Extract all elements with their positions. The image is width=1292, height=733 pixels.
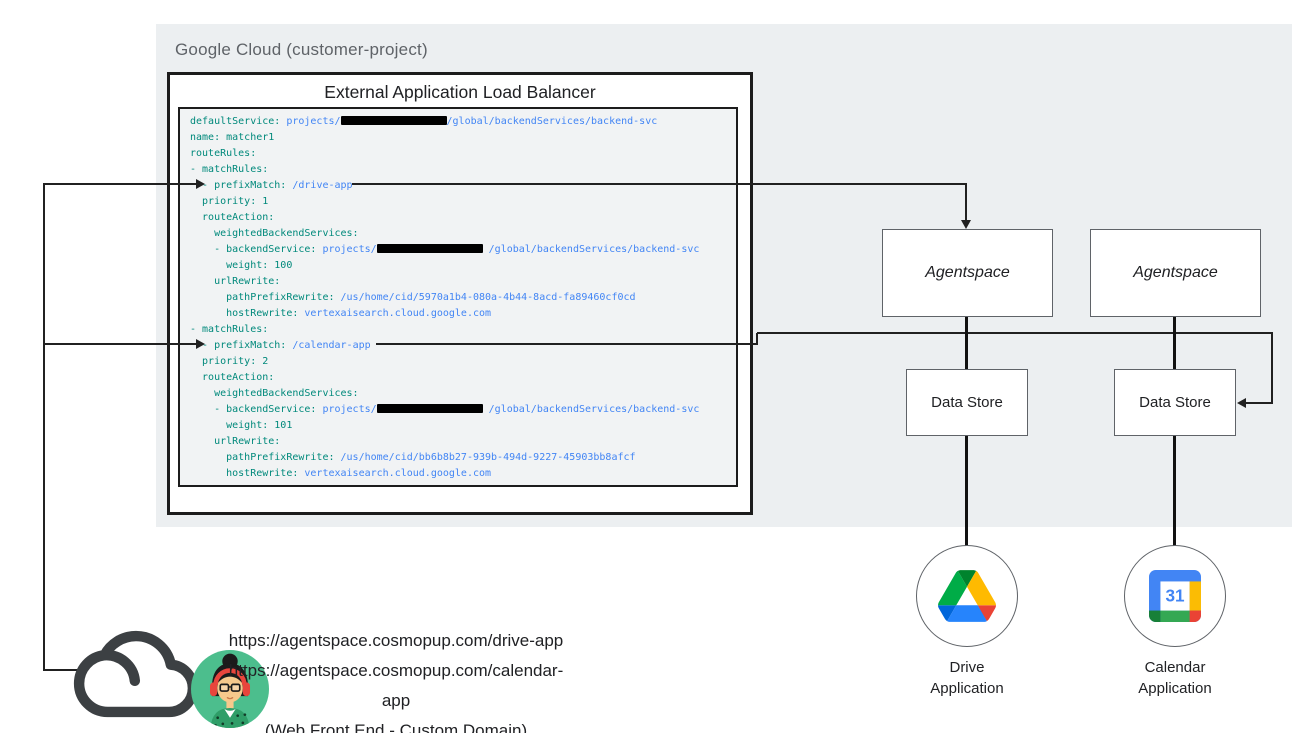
- connector-user-to-calendar-rule: [43, 343, 196, 345]
- arrowhead-datastore-2: [1237, 398, 1246, 408]
- frontend-caption: (Web Front End - Custom Domain): [264, 721, 528, 733]
- agentspace-box-2: Agentspace: [1090, 229, 1261, 317]
- connector-into-datastore-2: [1246, 402, 1273, 404]
- arrowhead-drive-rule: [196, 179, 205, 189]
- agentspace-1-label: Agentspace: [925, 264, 1010, 281]
- load-balancer-title: External Application Load Balancer: [324, 82, 596, 102]
- link-datastore2-calendar-app: [1173, 436, 1176, 546]
- drive-app-circle: [916, 545, 1018, 647]
- connector-user-vertical: [43, 184, 45, 671]
- connector-drive-rule-horizontal: [352, 183, 967, 185]
- link-agentspace2-datastore2: [1173, 317, 1176, 369]
- url-map-code-box: defaultService: projects//global/backend…: [178, 107, 738, 487]
- google-calendar-icon: 31: [1149, 570, 1201, 622]
- drive-app-label: Drive Application: [930, 659, 1004, 697]
- datastore-1-label: Data Store: [931, 394, 1003, 411]
- agentspace-2-label: Agentspace: [1133, 264, 1218, 281]
- google-cloud-label: Google Cloud (customer-project): [175, 40, 428, 59]
- calendar-day-number: 31: [1165, 586, 1185, 606]
- frontend-urls: https://agentspace.cosmopup.com/drive-ap…: [215, 626, 577, 733]
- connector-drive-rule-vertical: [965, 184, 967, 221]
- link-datastore1-drive-app: [965, 436, 968, 546]
- connector-calendar-rule-vertical: [1271, 333, 1273, 404]
- user-avatar: [191, 650, 269, 728]
- datastore-box-1: Data Store: [906, 369, 1028, 436]
- datastore-box-2: Data Store: [1114, 369, 1236, 436]
- google-drive-icon: [938, 570, 996, 622]
- connector-calendar-rule-horizontal-2: [757, 332, 1273, 334]
- internet-cloud-icon: [72, 622, 200, 726]
- load-balancer-box: External Application Load Balancer defau…: [167, 72, 753, 515]
- agentspace-box-1: Agentspace: [882, 229, 1053, 317]
- frontend-url-drive: https://agentspace.cosmopup.com/drive-ap…: [228, 631, 564, 650]
- connector-user-to-drive-rule: [43, 183, 196, 185]
- calendar-app-label: Calendar Application: [1138, 659, 1212, 697]
- connector-user-to-cloud: [43, 669, 88, 671]
- arrowhead-agentspace-1: [961, 220, 971, 229]
- arrowhead-calendar-rule: [196, 339, 205, 349]
- link-agentspace1-datastore1: [965, 317, 968, 369]
- frontend-url-calendar: https://agentspace.cosmopup.com/calendar…: [228, 661, 564, 710]
- connector-calendar-rule-jog: [756, 333, 758, 345]
- connector-calendar-rule-horizontal-1: [376, 343, 758, 345]
- calendar-app-circle: 31: [1124, 545, 1226, 647]
- datastore-2-label: Data Store: [1139, 394, 1211, 411]
- lb-code: defaultService: projects//global/backend…: [190, 116, 700, 479]
